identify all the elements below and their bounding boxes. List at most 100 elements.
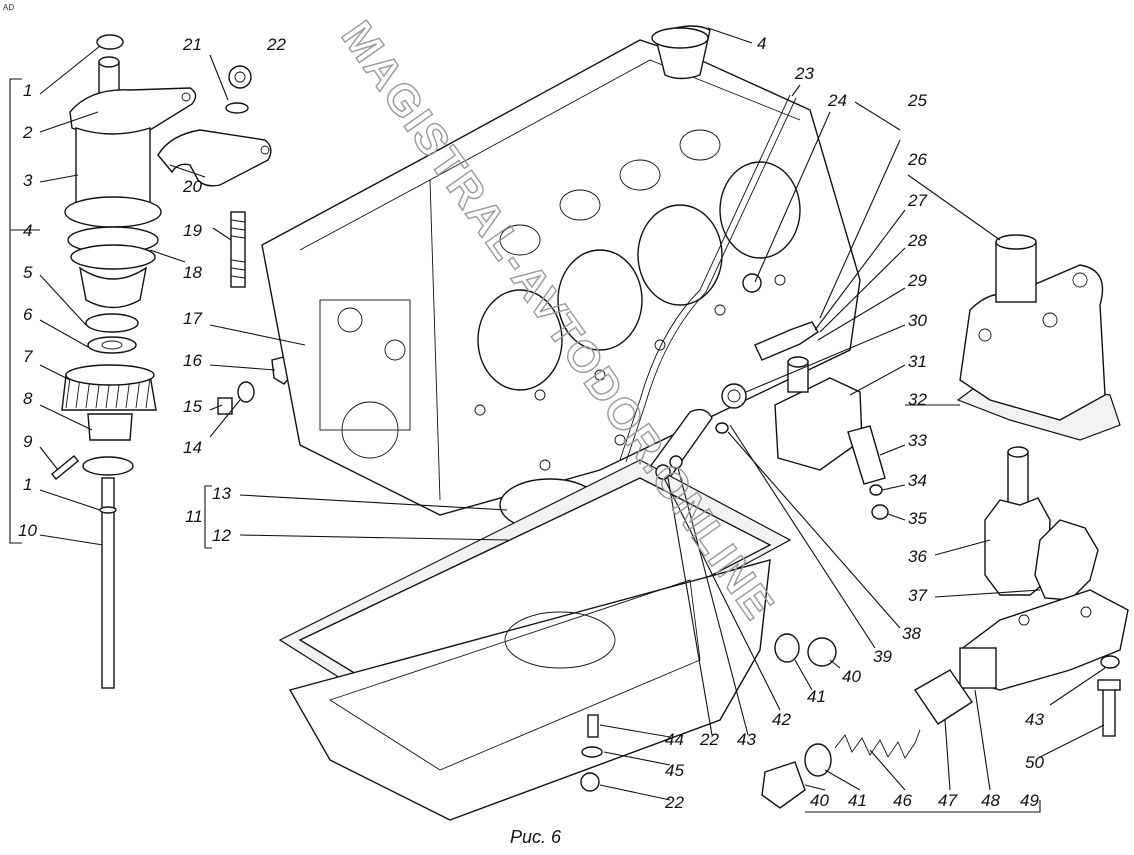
pump-gears-cover — [761, 446, 1129, 809]
drive-flange — [69, 87, 197, 136]
washer-6 — [87, 336, 137, 354]
bolt-50-head — [1097, 679, 1121, 691]
callout-43b: 43 — [1025, 710, 1044, 729]
washer-45 — [581, 746, 603, 758]
upper-bore-1 — [499, 224, 541, 256]
oil-tube-23 — [619, 94, 791, 461]
leader-lines — [10, 27, 1106, 813]
circlip-top — [96, 34, 124, 50]
nut-35 — [871, 504, 889, 520]
cover-valve-boss — [959, 647, 997, 689]
cylinder-block — [261, 25, 861, 516]
corner-mark: AD — [3, 3, 14, 12]
callout-6: 6 — [23, 305, 33, 324]
seal-ring-30-bore — [727, 389, 741, 403]
cylinder-bore-2 — [557, 249, 643, 351]
cylinder-bore-1 — [477, 289, 563, 391]
callout-7: 7 — [23, 347, 33, 366]
callout-40b: 40 — [810, 791, 829, 810]
flange-hole — [181, 92, 191, 102]
drain-stud-44 — [587, 714, 599, 738]
callout-8: 8 — [23, 389, 33, 408]
nut-22-top — [228, 65, 252, 89]
top-fasteners — [225, 65, 252, 114]
callout-37: 37 — [908, 586, 927, 605]
callout-28: 28 — [907, 231, 927, 250]
washer-14 — [237, 381, 255, 403]
callout-23: 23 — [794, 64, 814, 83]
callout-32: 32 — [908, 390, 927, 409]
oil-pan — [288, 559, 771, 821]
callout-18: 18 — [183, 263, 202, 282]
callout-47: 47 — [938, 791, 957, 810]
callout-26: 26 — [907, 150, 927, 169]
pump-pin-33 — [847, 425, 886, 485]
front-face-hole-1 — [337, 307, 363, 333]
shaft-end — [98, 56, 120, 68]
housing-neck-top — [995, 234, 1037, 250]
callout-16: 16 — [183, 351, 202, 370]
callout-15: 15 — [183, 397, 202, 416]
callout-29: 29 — [907, 271, 927, 290]
drive-bushing — [87, 413, 133, 441]
callout-35: 35 — [908, 509, 927, 528]
callout-41a: 41 — [807, 687, 826, 706]
callout-12: 12 — [212, 526, 231, 545]
assembly-bracket — [9, 78, 22, 544]
callout-4b: 4 — [23, 221, 32, 240]
bolt-50 — [1102, 687, 1116, 737]
housing-ring-2 — [70, 244, 156, 270]
pump-shaft-top — [787, 356, 809, 368]
drain-plug-40 — [807, 637, 837, 667]
shaft-collar — [99, 506, 117, 514]
oil-tube-23-edge — [625, 97, 797, 463]
block-outline — [261, 39, 861, 516]
callout-3: 3 — [23, 171, 33, 190]
callout-40a: 40 — [842, 667, 861, 686]
callout-49: 49 — [1020, 791, 1039, 810]
upper-bore-3 — [619, 159, 661, 191]
cylinder-bore-4 — [719, 161, 801, 259]
gasket-42 — [774, 633, 800, 663]
plug-40-lower — [761, 761, 806, 809]
callout-4-filler: 4 — [757, 34, 766, 53]
pan-sump-well — [504, 611, 616, 669]
front-face-hole-2 — [384, 339, 406, 361]
callout-46: 46 — [893, 791, 912, 810]
valve-plunger-47 — [913, 669, 973, 725]
washer-43-mid — [669, 455, 683, 469]
callout-27: 27 — [907, 191, 927, 210]
pump-drive-assembly — [9, 34, 197, 689]
block-edges — [299, 59, 801, 501]
callout-38: 38 — [902, 624, 921, 643]
figure-caption: Рис. 6 — [510, 827, 562, 847]
callout-21: 21 — [182, 35, 202, 54]
clamp-plate-20 — [157, 129, 272, 187]
callout-13: 13 — [212, 484, 231, 503]
plug-27 — [742, 273, 762, 293]
washer-41-lower — [804, 743, 832, 777]
callout-39: 39 — [873, 647, 892, 666]
callout-2: 2 — [22, 123, 33, 142]
housing-hole-1 — [1072, 272, 1088, 288]
callout-30: 30 — [908, 311, 927, 330]
callout-1b: 1 — [23, 475, 32, 494]
callout-34: 34 — [908, 471, 927, 490]
seal-ring-30 — [721, 383, 747, 409]
nut-22-lower — [580, 772, 600, 792]
driven-gear-37 — [1034, 519, 1099, 601]
intake-pipe-bolt — [715, 422, 729, 434]
pan-floor — [328, 579, 701, 771]
gear-shaft-top — [1007, 446, 1029, 458]
callout-5: 5 — [23, 263, 33, 282]
callout-41b: 41 — [848, 791, 867, 810]
oil-pan-group — [278, 455, 837, 821]
circlip-lower — [82, 456, 134, 476]
callout-43a: 43 — [737, 730, 756, 749]
stud-19 — [230, 211, 246, 288]
callout-19: 19 — [183, 221, 202, 240]
nut-22-mid — [655, 464, 671, 480]
gear-teeth — [65, 377, 151, 409]
callout-50: 50 — [1025, 753, 1044, 772]
callout-24: 24 — [827, 91, 847, 110]
